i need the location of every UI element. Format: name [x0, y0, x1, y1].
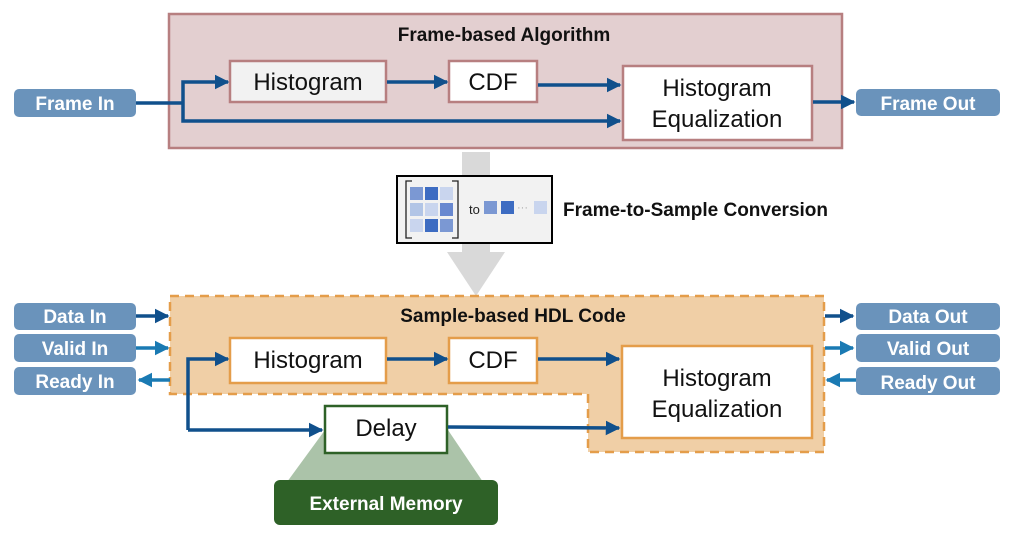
- valid-out-port[interactable]: Valid Out: [856, 334, 1000, 362]
- data-in-port[interactable]: Data In: [14, 303, 136, 330]
- svg-text:Histogram: Histogram: [662, 75, 771, 102]
- svg-text:Histogram: Histogram: [662, 365, 771, 392]
- external-memory-block[interactable]: External Memory: [274, 480, 498, 525]
- conversion-label: Frame-to-Sample Conversion: [563, 200, 828, 221]
- svg-text:Equalization: Equalization: [652, 396, 783, 423]
- arrow-bypass-to-frame-equalization: [181, 103, 622, 129]
- svg-text:···: ···: [517, 202, 528, 214]
- valid-in-port[interactable]: Valid In: [14, 334, 136, 362]
- frame-in-port[interactable]: Frame In: [14, 89, 136, 117]
- arrow-to-sample-histogram: [186, 351, 230, 430]
- arrow-to-frame-histogram: [181, 74, 230, 103]
- ready-out-port[interactable]: Ready Out: [856, 367, 1000, 395]
- svg-text:Histogram: Histogram: [253, 347, 362, 374]
- sample-equalization-block[interactable]: Histogram Equalization: [620, 344, 814, 440]
- svg-text:Ready In: Ready In: [35, 372, 114, 393]
- svg-text:Data Out: Data Out: [888, 307, 968, 328]
- svg-text:Equalization: Equalization: [652, 106, 783, 133]
- svg-text:Ready Out: Ready Out: [880, 373, 976, 394]
- svg-text:CDF: CDF: [468, 69, 517, 96]
- frame-to-sample-icon: to ···: [396, 175, 553, 244]
- sample-section-title: Sample-based HDL Code: [400, 306, 626, 327]
- sample-histogram-block[interactable]: Histogram: [228, 336, 388, 385]
- delay-block[interactable]: Delay: [323, 404, 449, 455]
- svg-text:Data In: Data In: [43, 307, 106, 328]
- svg-text:Histogram: Histogram: [253, 69, 362, 96]
- frame-equalization-block[interactable]: Histogram Equalization: [621, 64, 814, 142]
- svg-text:External Memory: External Memory: [309, 494, 463, 515]
- svg-text:Valid Out: Valid Out: [887, 339, 970, 360]
- svg-text:Frame In: Frame In: [35, 94, 114, 115]
- frame-section-title: Frame-based Algorithm: [398, 25, 611, 46]
- svg-text:Valid In: Valid In: [42, 339, 109, 360]
- frame-connections: [136, 74, 856, 129]
- sample-connections: [136, 308, 856, 438]
- arrow-delay-to-equalization: [447, 420, 621, 436]
- data-out-port[interactable]: Data Out: [856, 303, 1000, 330]
- frame-cdf-block[interactable]: CDF: [447, 59, 539, 104]
- frame-histogram-block[interactable]: Histogram: [228, 59, 388, 104]
- sample-cdf-block[interactable]: CDF: [447, 336, 539, 385]
- svg-text:Delay: Delay: [355, 415, 416, 442]
- ready-in-port[interactable]: Ready In: [14, 367, 136, 395]
- svg-text:Frame Out: Frame Out: [880, 94, 976, 115]
- svg-text:to: to: [469, 202, 480, 217]
- svg-text:CDF: CDF: [468, 347, 517, 374]
- frame-out-port[interactable]: Frame Out: [856, 89, 1000, 116]
